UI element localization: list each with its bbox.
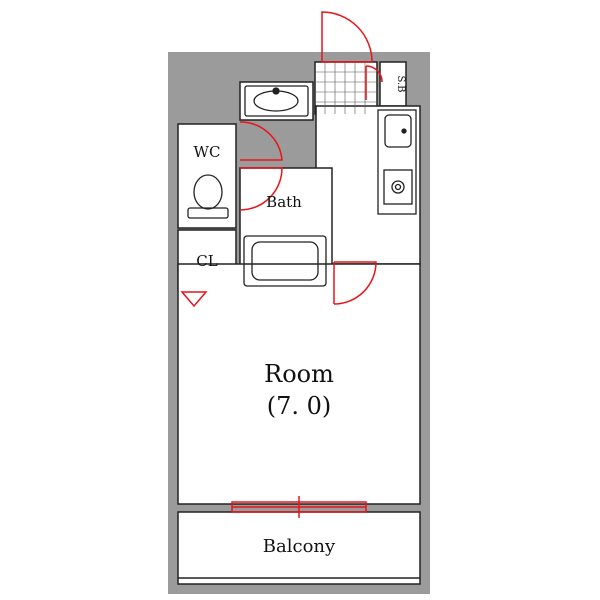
balcony-label: Balcony xyxy=(263,536,336,557)
washbasin-icon xyxy=(244,85,309,117)
kitchen-counter xyxy=(377,109,417,215)
room-door xyxy=(333,261,377,305)
stove-icon xyxy=(383,169,413,205)
main-room xyxy=(177,263,421,505)
cl-label: CL xyxy=(196,252,217,270)
balcony-area xyxy=(177,511,421,585)
wc-room xyxy=(177,123,237,229)
wc-door xyxy=(239,121,283,161)
interior-doors xyxy=(180,65,383,308)
room-size-label: (7. 0) xyxy=(267,392,332,420)
sb-label: S.B xyxy=(395,75,406,92)
balcony-window xyxy=(231,496,367,518)
shoe-box xyxy=(379,61,407,107)
kitchen-sink-icon xyxy=(384,114,412,148)
toilet-icon xyxy=(187,174,229,219)
sb-door xyxy=(365,65,383,100)
bath-label: Bath xyxy=(266,193,302,211)
entrance-door xyxy=(321,11,373,63)
bathtub-icon xyxy=(243,235,327,287)
bath-door xyxy=(239,167,283,211)
room-label: Room xyxy=(264,360,334,388)
closet-door xyxy=(180,291,208,308)
wc-label: WC xyxy=(194,143,221,161)
